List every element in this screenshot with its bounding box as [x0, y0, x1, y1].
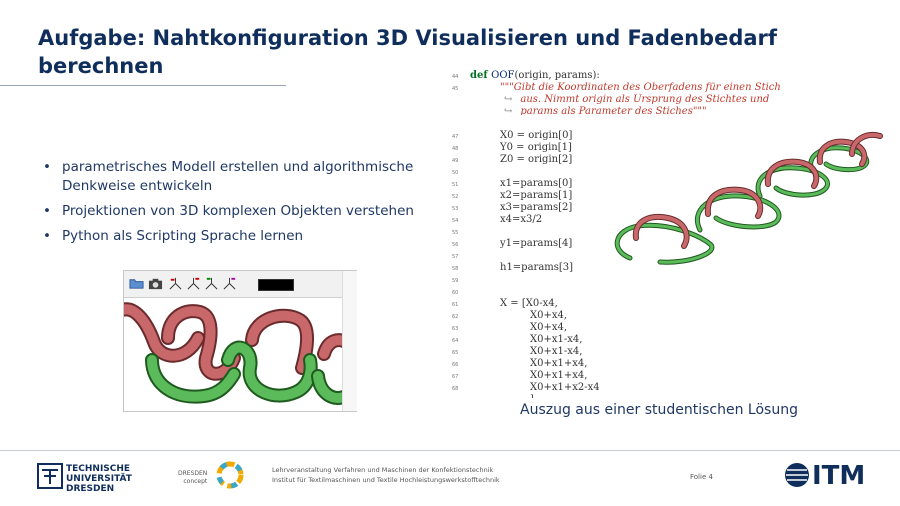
code-line: ↪aus. Nimmt origin als Ursprung des Stic…: [504, 94, 770, 105]
code-line: 50: [452, 170, 459, 176]
bullet-list: • parametrisches Modell erstellen und alg…: [40, 158, 440, 252]
view-x-icon[interactable]: [168, 276, 183, 291]
code-line: 60: [452, 290, 459, 296]
seam-3d-render: [614, 132, 883, 265]
university-name: TECHNISCHE UNIVERSITÄT DRESDEN: [66, 464, 132, 494]
bullet-marker: •: [43, 159, 51, 175]
seam-2d-render: [124, 302, 342, 405]
bullet-item: • parametrisches Modell erstellen und alg…: [40, 158, 440, 196]
bullet-item: • Projektionen von 3D komplexen Objekten …: [40, 202, 440, 221]
code-line: 55: [452, 230, 459, 236]
camera-icon[interactable]: [148, 276, 163, 291]
itm-logo-text: ITM: [812, 461, 866, 491]
course-info: Lehrveranstaltung Verfahren und Maschine…: [272, 466, 500, 484]
code-line: ↪params als Parameter des Stiches""": [504, 106, 707, 115]
bullet-text: Projektionen von 3D komplexen Objekten v…: [62, 203, 414, 219]
bullet-marker: •: [43, 228, 51, 244]
footer-divider: [0, 450, 900, 451]
slide-number: Folie 4: [690, 473, 713, 481]
dresden-concept-logo: [216, 461, 244, 489]
viewer-toolbar: [124, 271, 356, 298]
code-line: 57: [452, 254, 459, 260]
view-z-icon[interactable]: [204, 276, 219, 291]
bullet-item: • Python als Scripting Sprache lernen: [40, 227, 440, 246]
code-line: 45"""Gibt die Koordinaten des Oberfadens…: [452, 82, 781, 93]
tu-dresden-logo: [37, 463, 63, 489]
slide-title: Aufgabe: Nahtkonfiguration 3D Visualisie…: [38, 26, 778, 78]
cad-viewer: [123, 270, 357, 412]
view-y-icon[interactable]: [186, 276, 201, 291]
line-color-swatch[interactable]: [258, 279, 294, 291]
code-line: 59: [452, 278, 459, 284]
dresden-concept-text: DRESDEN concept: [178, 470, 208, 485]
viewer-scrollbar[interactable]: [342, 271, 357, 411]
code-line: 69]: [452, 394, 534, 398]
folder-icon[interactable]: [129, 276, 144, 291]
figure-caption: Auszug aus einer studentischen Lösung: [520, 402, 798, 418]
bullet-text: Python als Scripting Sprache lernen: [62, 228, 304, 244]
bullet-marker: •: [43, 203, 51, 219]
itm-globe-icon: [785, 463, 809, 487]
view-iso-icon[interactable]: [222, 276, 237, 291]
title-divider: [0, 85, 286, 86]
bullet-text: parametrisches Modell erstellen und algo…: [62, 159, 414, 194]
